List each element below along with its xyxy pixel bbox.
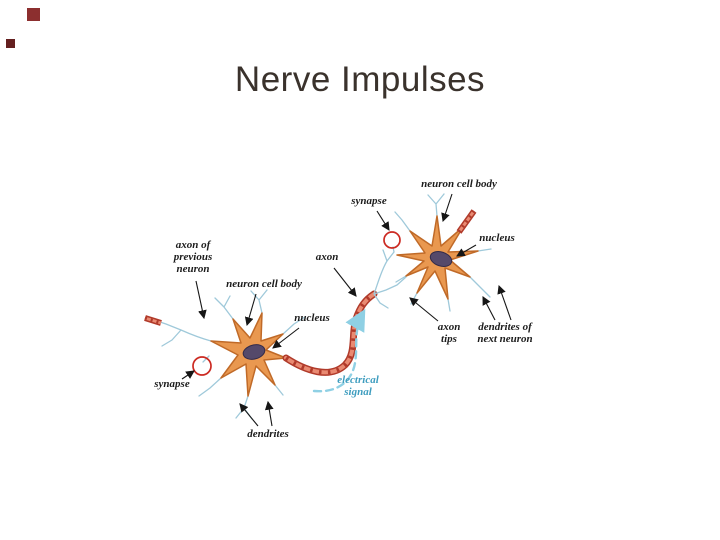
label-electrical-signal: electrical signal bbox=[337, 374, 379, 398]
left-synapse-ring bbox=[192, 356, 212, 376]
previous-axon-stub-stripes bbox=[144, 316, 162, 325]
slide-title: Nerve Impulses bbox=[234, 60, 486, 99]
axon-myelin-segments bbox=[284, 292, 376, 375]
arrow-dendrites-next-1 bbox=[482, 296, 496, 321]
right-neuron bbox=[394, 193, 492, 312]
axon-tip-branches bbox=[373, 246, 407, 309]
label-synapse-left: synapse bbox=[154, 378, 190, 390]
label-dendrites-of-next-neuron: dendrites of next neuron bbox=[477, 321, 533, 345]
accent-square-left bbox=[6, 39, 15, 48]
arrow-cell-body-left bbox=[244, 293, 257, 327]
arrow-synapse-left bbox=[181, 370, 195, 380]
label-nucleus-right: nucleus bbox=[479, 232, 515, 244]
arrow-axon bbox=[333, 267, 357, 297]
arrow-nucleus-right bbox=[456, 244, 477, 257]
accent-square-top bbox=[27, 8, 40, 21]
previous-axon-terminal bbox=[144, 315, 212, 363]
slide-accent-decoration bbox=[6, 8, 40, 48]
left-neuron bbox=[192, 289, 306, 420]
arrow-axon-previous bbox=[195, 280, 207, 320]
arrow-dendrites-2 bbox=[264, 400, 274, 427]
right-neuron-axon-stub-stripes bbox=[457, 210, 476, 233]
label-axon: axon bbox=[315, 251, 339, 263]
arrow-dendrites-next-2 bbox=[497, 284, 512, 321]
axon-core bbox=[284, 292, 376, 375]
right-synapse-ring bbox=[383, 231, 401, 249]
arrow-synapse-right bbox=[376, 210, 390, 231]
arrow-nucleus-left bbox=[272, 327, 300, 349]
arrow-dendrites-1 bbox=[239, 403, 259, 427]
right-neuron-nucleus bbox=[429, 251, 453, 267]
label-neuron-cell-body-left: neuron cell body bbox=[226, 278, 302, 290]
label-arrows bbox=[181, 193, 512, 427]
arrow-cell-body-right bbox=[441, 193, 453, 223]
arrow-axon-tips bbox=[409, 297, 439, 322]
label-axon-tips: axon tips bbox=[437, 321, 461, 345]
previous-axon-branches bbox=[159, 321, 212, 363]
label-nucleus-left: nucleus bbox=[294, 312, 330, 324]
label-dendrites: dendrites bbox=[247, 428, 289, 440]
label-neuron-cell-body-right: neuron cell body bbox=[421, 178, 497, 190]
electrical-signal-arrow bbox=[312, 308, 366, 393]
axon-path bbox=[282, 290, 378, 376]
label-synapse-right: synapse bbox=[351, 195, 387, 207]
axon-terminal-network bbox=[373, 231, 407, 309]
label-axon-of-previous-neuron: axon of previous neuron bbox=[173, 239, 213, 275]
left-neuron-nucleus bbox=[242, 344, 266, 360]
